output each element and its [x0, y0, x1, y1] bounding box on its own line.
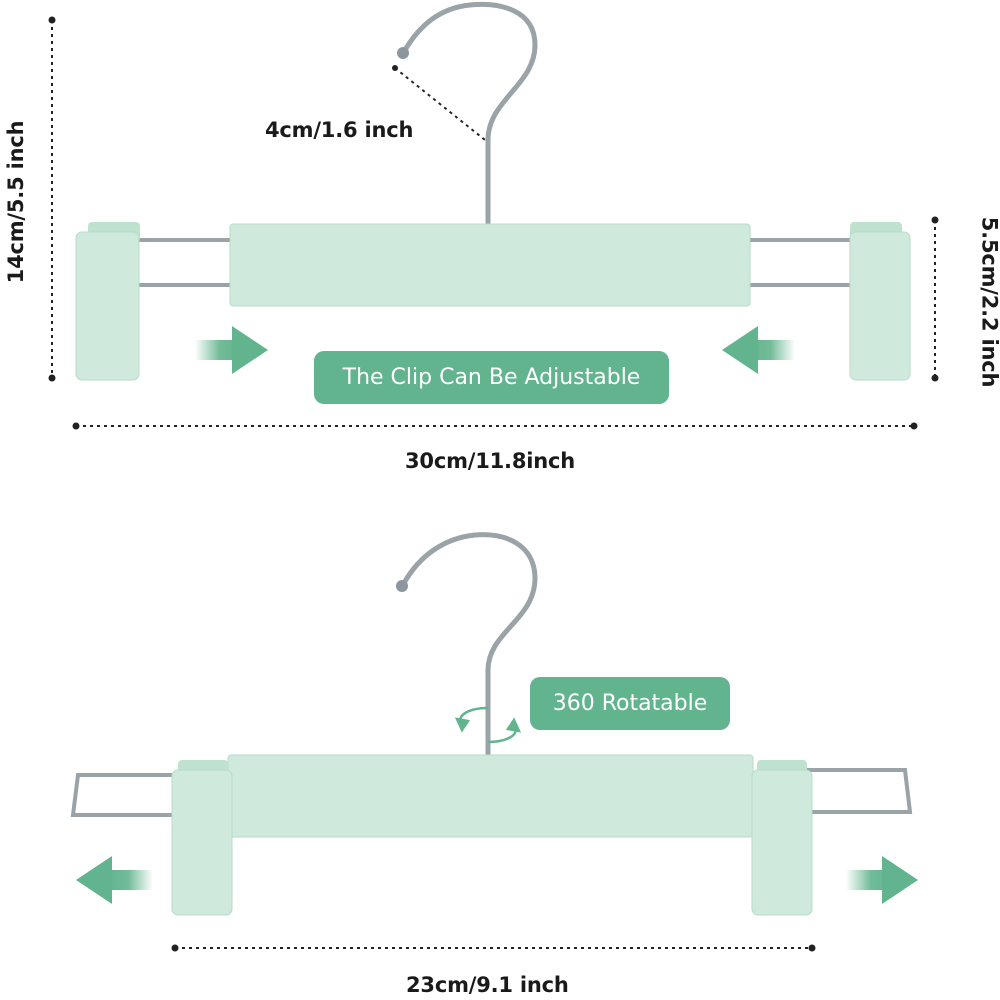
bottom-right-clip — [751, 760, 813, 916]
bottom-hanger — [70, 532, 918, 952]
arrow-right-icon — [195, 326, 268, 374]
top-hanger-bar — [229, 223, 751, 307]
bottom-hanger-bar — [227, 754, 754, 838]
arrow-left-icon — [76, 856, 153, 904]
clip-label: 5.5cm/2.2 inch — [977, 216, 1000, 388]
top-hanger — [48, 1, 939, 430]
top-hook-tip — [397, 47, 409, 59]
rotatable-callout: 360 Rotatable — [530, 677, 730, 730]
top-hook — [402, 1, 538, 228]
adjustable-callout: The Clip Can Be Adjustable — [314, 351, 669, 404]
bottom-left-clip — [171, 760, 233, 916]
bottom-hook — [401, 532, 538, 758]
rotate-icon — [454, 706, 522, 744]
top-right-clip — [849, 222, 911, 381]
hook-dimension-line — [394, 67, 486, 141]
bottom-width-label: 23cm/9.1 inch — [406, 973, 569, 997]
top-width-label: 30cm/11.8inch — [405, 449, 575, 473]
hook-label: 4cm/1.6 inch — [265, 118, 414, 142]
arrow-left-icon — [722, 326, 795, 374]
top-rods — [130, 238, 860, 287]
bottom-wire-loops — [70, 768, 913, 817]
height-label: 14cm/5.5 inch — [4, 120, 28, 284]
top-left-clip — [75, 222, 140, 381]
arrow-right-icon — [846, 856, 918, 904]
